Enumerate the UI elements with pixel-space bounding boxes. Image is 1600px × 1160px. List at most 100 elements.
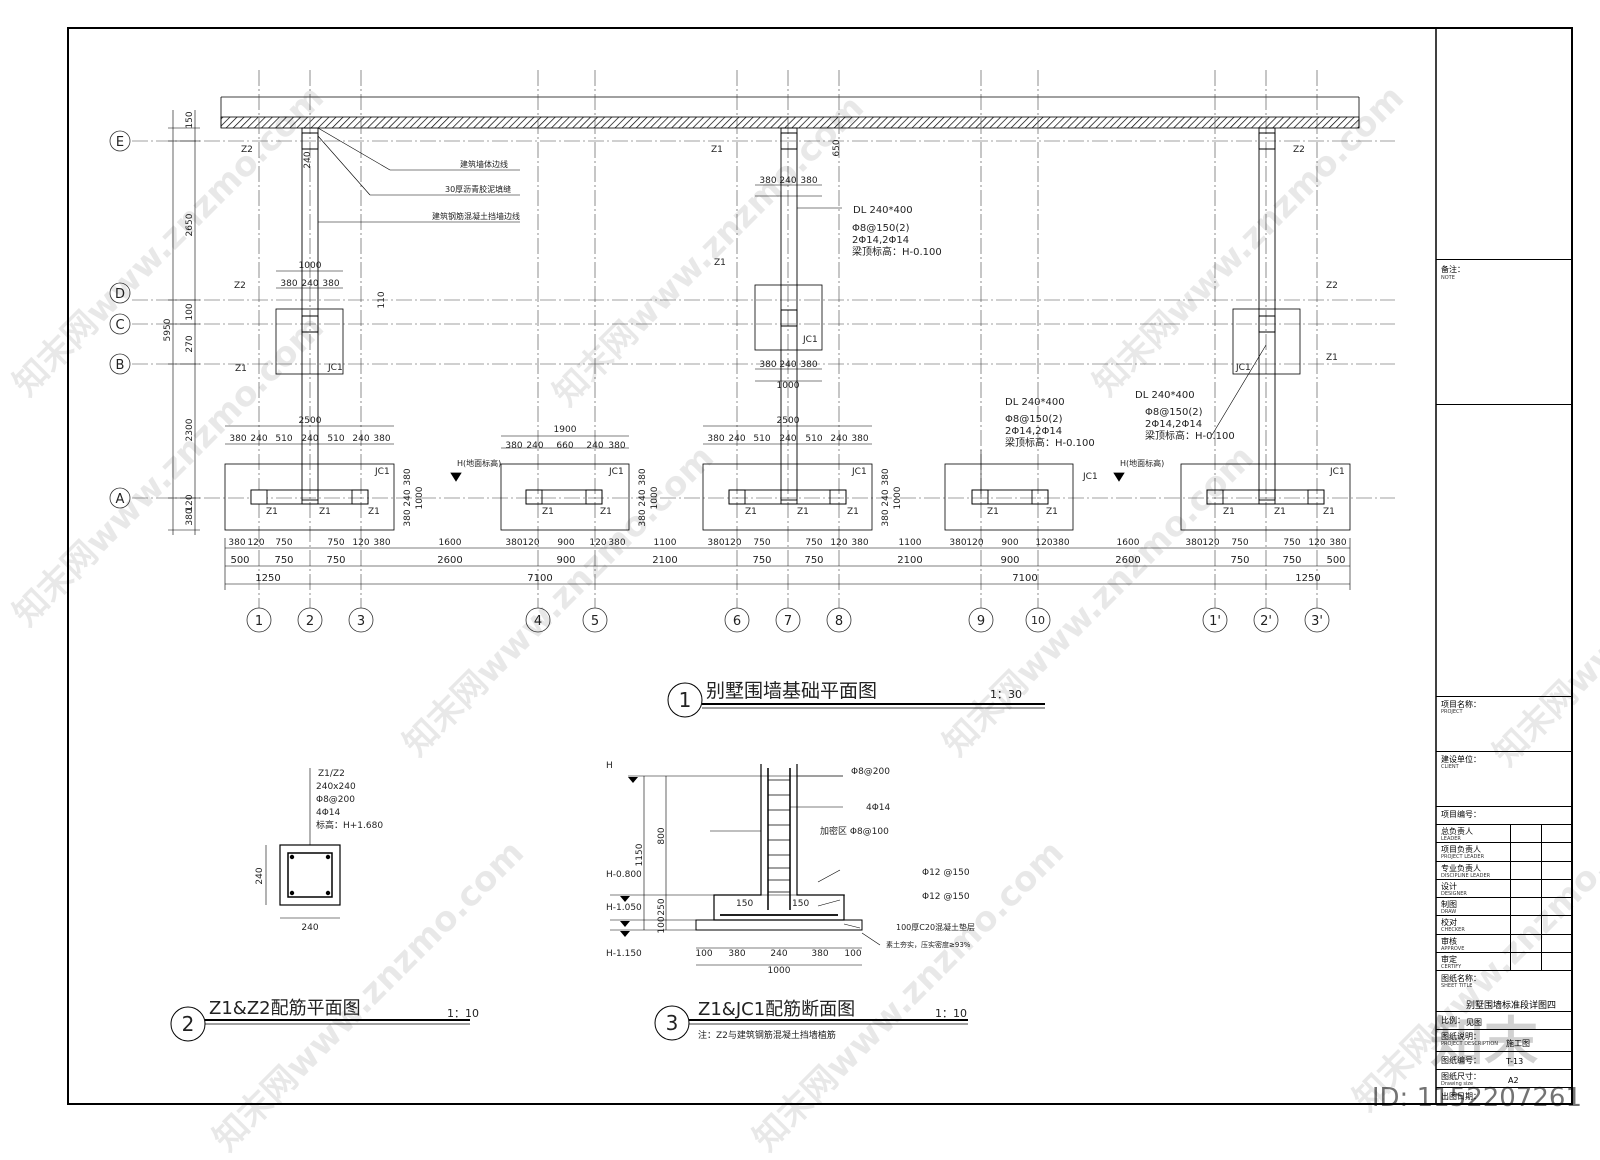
dim-label: 500	[230, 555, 249, 566]
dim-label: 500	[1326, 555, 1345, 566]
footing-dc-1	[275, 308, 344, 375]
plan1-title: 别墅围墙基础平面图	[706, 680, 877, 702]
dl-spec-3: DL 240*400 Φ8@150(2) 2Φ14,2Φ14 梁顶标高：H-0.…	[1135, 390, 1235, 442]
svg-text:4Φ14: 4Φ14	[866, 803, 891, 813]
dim-label: 120	[352, 538, 369, 548]
svg-text:DL 240*400: DL 240*400	[853, 205, 913, 216]
dim-label: 1250	[255, 573, 280, 584]
svg-text:240: 240	[830, 434, 847, 444]
svg-text:Z1/Z2: Z1/Z2	[318, 769, 345, 779]
svg-text:240: 240	[586, 441, 603, 451]
plan1-title-block: 1 别墅围墙基础平面图 1：30	[667, 680, 1045, 718]
grid-row-E: E	[116, 135, 124, 150]
grid-labels: E D C B A 1 2 3 4 5 6 7 8 9 10 1' 2' 3'	[115, 135, 1323, 629]
dim-label: 1100	[899, 538, 922, 548]
plan1-number: 1	[679, 688, 692, 712]
section-callouts: Φ8@200 4Φ14 加密区 Φ8@100 Φ12 @150 Φ12 @150…	[736, 767, 975, 949]
svg-text:380: 380	[403, 468, 413, 485]
dim-label: 380	[228, 538, 245, 548]
svg-text:1900: 1900	[554, 425, 577, 435]
svg-text:380: 380	[280, 279, 297, 289]
dim-label: 380	[1329, 538, 1346, 548]
dim-label: 750	[1231, 538, 1248, 548]
svg-text:JC1: JC1	[1329, 467, 1345, 477]
dim-label: 2100	[652, 555, 677, 566]
svg-text:380: 380	[811, 949, 828, 959]
ground-label-2: H(地面标高)	[1120, 458, 1164, 468]
role-label-en: CHECKER	[1441, 927, 1465, 934]
dim-label: 120	[830, 538, 847, 548]
svg-text:240: 240	[779, 360, 796, 370]
svg-text:240: 240	[301, 279, 318, 289]
dim-label: 750	[804, 555, 823, 566]
svg-text:Z1: Z1	[1323, 507, 1335, 517]
grid-row-B: B	[116, 358, 125, 373]
grid-col-1p: 1'	[1209, 614, 1221, 629]
footing-side-dims: 380 240 380 1000 380 240 380 1000 380 24…	[403, 468, 903, 526]
svg-text:JC1: JC1	[608, 467, 624, 477]
svg-text:240: 240	[255, 867, 265, 884]
svg-text:JC1: JC1	[374, 467, 390, 477]
svg-text:380: 380	[322, 279, 339, 289]
svg-text:380: 380	[707, 434, 724, 444]
svg-text:510: 510	[753, 434, 770, 444]
grid-col-5: 5	[591, 614, 599, 629]
member-labels: Z2 Z1 Z2 Z2 Z1 JC1 Z1 JC1 Z2 Z1 JC1 JC1 …	[234, 145, 1345, 517]
dim-label: 1250	[1295, 573, 1320, 584]
ground-label-1: H(地面标高)	[457, 458, 501, 468]
tb-project: 项目名称： PROJECT	[1436, 696, 1572, 751]
dim-label: 120	[1035, 538, 1052, 548]
plan2-scale: 1：10	[447, 1007, 479, 1020]
svg-text:2Φ14,2Φ14: 2Φ14,2Φ14	[1005, 426, 1062, 437]
section-hdims: 100 380 240 380 100 1000	[695, 949, 861, 976]
svg-text:JC1: JC1	[851, 467, 867, 477]
svg-text:Z2: Z2	[1326, 281, 1338, 291]
role-label-en: DESIGNER	[1441, 890, 1467, 897]
role-label: 审核	[1441, 936, 1457, 946]
grid-col-10: 10	[1031, 614, 1045, 627]
plan1-scale: 1：30	[990, 688, 1022, 701]
svg-text:510: 510	[327, 434, 344, 444]
svg-text:Φ8@150(2): Φ8@150(2)	[1005, 414, 1063, 425]
svg-text:Z1: Z1	[714, 258, 726, 268]
dim-label: 2600	[437, 555, 462, 566]
grid-row-A: A	[116, 492, 125, 507]
dim-label: 750	[752, 555, 771, 566]
svg-text:380: 380	[800, 176, 817, 186]
svg-text:2500: 2500	[299, 416, 322, 426]
dim-label: 750	[1230, 555, 1249, 566]
svg-text:3: 3	[666, 1011, 679, 1035]
svg-text:380: 380	[800, 360, 817, 370]
role-label-en: LEADER	[1441, 836, 1461, 842]
svg-text:Z1: Z1	[542, 507, 554, 517]
plan3-note: 注：Z2与建筑钢筋混凝土挡墙植筋	[698, 1029, 836, 1041]
svg-text:240: 240	[303, 151, 313, 168]
svg-text:Z1: Z1	[847, 507, 859, 517]
wall-annotations: 建筑墙体边线 30厚沥青胶泥填缝 建筑钢筋混凝土挡墙边线	[432, 159, 520, 221]
role-label: 审定	[1441, 954, 1457, 964]
svg-text:1000: 1000	[777, 381, 800, 391]
svg-text:510: 510	[805, 434, 822, 444]
tb-blank	[1436, 404, 1572, 696]
svg-text:240: 240	[352, 434, 369, 444]
svg-text:380: 380	[851, 434, 868, 444]
ground-mark-2	[1113, 472, 1125, 482]
plan3-scale: 1：10	[935, 1007, 967, 1020]
role-label: 校对	[1441, 918, 1457, 928]
dim-label: 380	[949, 538, 966, 548]
dim-label: 7100	[1012, 573, 1037, 584]
svg-text:JC1: JC1	[327, 363, 343, 373]
svg-text:100: 100	[844, 949, 861, 959]
brand-watermark: 知末	[1430, 1011, 1538, 1074]
svg-text:梁顶标高：H-0.100: 梁顶标高：H-0.100	[1005, 436, 1095, 449]
svg-text:240: 240	[728, 434, 745, 444]
annotation-wall-edge: 建筑墙体边线	[460, 159, 508, 169]
tb-date: 出图日期：	[1436, 1087, 1572, 1104]
sheet-border	[67, 27, 1573, 1105]
role-label: 专业负责人	[1441, 863, 1481, 873]
svg-text:660: 660	[556, 441, 573, 451]
